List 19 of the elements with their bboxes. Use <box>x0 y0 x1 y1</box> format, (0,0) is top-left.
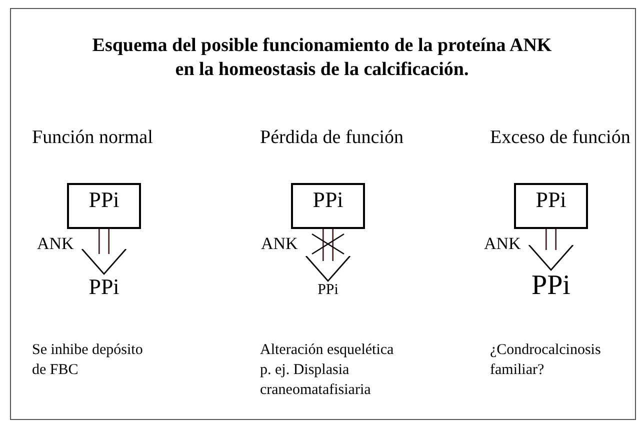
column-heading: Función normal <box>32 126 153 150</box>
column-heading: Exceso de función <box>490 126 630 150</box>
process-box: PPi <box>291 183 365 229</box>
process-box: PPi <box>67 183 141 229</box>
channel-arrow <box>528 229 574 271</box>
protein-label: ANK <box>484 234 521 254</box>
channel-arrow <box>81 229 127 275</box>
molecule-label: PPi <box>298 281 358 298</box>
description-text: Se inhibe depósito de FBC <box>32 341 144 380</box>
protein-label: ANK <box>261 234 298 254</box>
description-text: Alteración esquelética p. ej. Displasia craneomatafisiaria <box>260 341 395 400</box>
molecule-label: PPi <box>74 274 134 298</box>
column-heading: Pérdida de función <box>260 126 404 150</box>
channel-arrow <box>305 229 351 282</box>
description-text: ¿Condrocalcinosis familiar? <box>490 341 602 380</box>
process-box: PPi <box>514 183 588 229</box>
molecule-label: PPi <box>521 270 581 300</box>
title: Esquema del posible funcionamiento de la proteína ANK en la homeostasis de la calcificación. <box>91 34 553 82</box>
protein-label: ANK <box>37 234 74 254</box>
